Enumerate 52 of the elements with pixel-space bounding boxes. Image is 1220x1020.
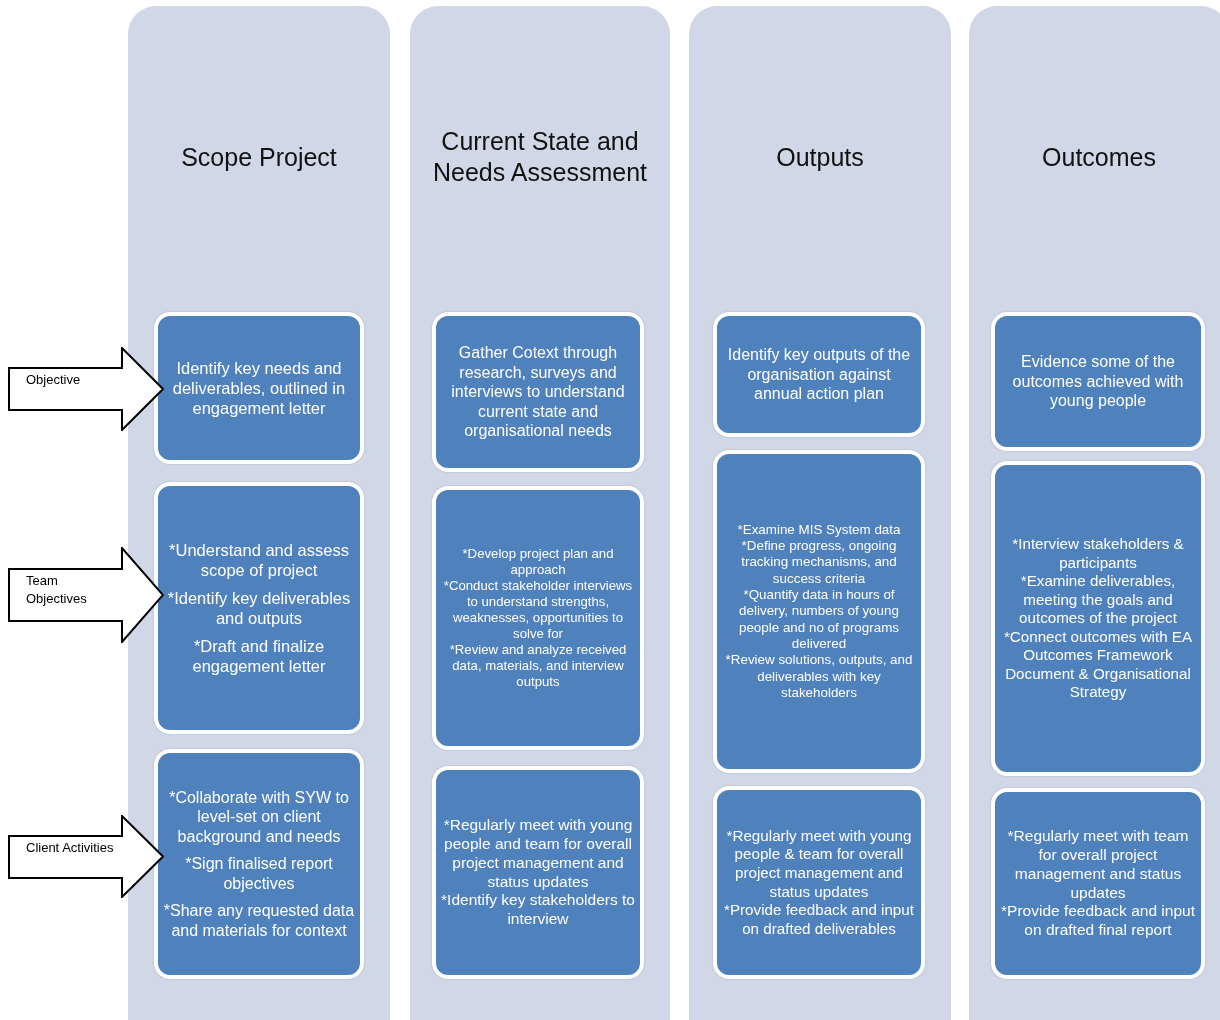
- block-arrow: [8, 547, 164, 643]
- arrow-label: Team Objectives: [26, 572, 88, 609]
- block-arrow: [8, 347, 164, 431]
- box-text: Identify key outputs of the organisation against annual action plan: [726, 345, 912, 404]
- box-text: *Regularly meet with young people & team for overall project management and status updates: [725, 826, 913, 902]
- box-text: Gather Cotext through research, surveys and interviews to understand current state and organisational needs: [450, 343, 626, 441]
- column-band: [128, 6, 390, 1020]
- process-box: [154, 312, 364, 464]
- box-text: *Examine deliverables, meeting the goals and outcomes of the project: [1018, 572, 1178, 628]
- box-text: *Sign finalised report objectives: [184, 854, 334, 894]
- box-text: Evidence some of the outcomes achieved with young people: [1011, 352, 1185, 411]
- box-text: *Provide feedback and input on drafted final report: [1000, 902, 1196, 941]
- process-box: [713, 450, 925, 773]
- box-text: *Examine MIS System data: [737, 521, 901, 538]
- column-heading: Outcomes: [1041, 142, 1157, 173]
- box-text: *Understand and assess scope of project: [168, 539, 350, 580]
- box-text: *Define progress, ongoing tracking mechanisms, and success criteria: [740, 537, 898, 587]
- column-band: [689, 6, 951, 1020]
- box-text: *Identify key stakeholders to interview: [441, 891, 635, 930]
- column-heading: Current State and Needs Assessment: [432, 126, 648, 189]
- box-text: *Regularly meet with young people and team for overall project management and status updates: [442, 815, 634, 892]
- box-text: Identify key needs and deliverables, outlined in engagement letter: [171, 357, 347, 419]
- box-text: *Provide feedback and input on drafted deliverables: [723, 901, 915, 939]
- box-text: *Collaborate with SYW to level-set on client background and needs: [168, 787, 350, 847]
- process-box: [432, 486, 644, 750]
- box-text: *Share any requested data and materials for context: [163, 901, 355, 941]
- column-band: [410, 6, 670, 1020]
- box-text: *Interview stakeholders & participants: [1011, 535, 1185, 573]
- box-text: *Develop project plan and approach: [461, 545, 615, 578]
- process-box: [991, 461, 1205, 776]
- process-box: [154, 482, 364, 734]
- process-box: [991, 312, 1205, 451]
- box-text: *Identify key deliverables and outputs: [166, 587, 352, 629]
- box-text: *Regularly meet with team for overall project management and status updates: [1006, 826, 1190, 903]
- arrow-label: Objective: [26, 371, 82, 389]
- box-text: *Review and analyze received data, materials, and interview outputs: [448, 642, 628, 691]
- box-text: *Review solutions, outputs, and deliverables with key stakeholders: [724, 652, 914, 702]
- box-text: *Conduct stakeholder interviews to understand strengths, weaknesses, opportunities to solve for: [442, 577, 634, 643]
- block-arrow: [8, 815, 164, 898]
- process-box: [713, 312, 925, 437]
- box-text: *Connect outcomes with EA Outcomes Framework Document & Organisational Strategy: [1002, 627, 1194, 702]
- process-box: [154, 749, 364, 979]
- arrow-label: Client Activities: [26, 839, 115, 857]
- process-box: [432, 766, 644, 979]
- column-heading: Scope Project: [180, 142, 338, 173]
- process-box: [991, 788, 1205, 979]
- box-text: *Draft and finalize engagement letter: [191, 636, 327, 677]
- column-heading: Outputs: [775, 142, 865, 173]
- column-band: [969, 6, 1220, 1020]
- box-text: *Quantify data in hours of delivery, numbers of young people and no of programs delivered: [737, 587, 901, 653]
- process-box: [713, 786, 925, 979]
- process-box: [432, 312, 644, 472]
